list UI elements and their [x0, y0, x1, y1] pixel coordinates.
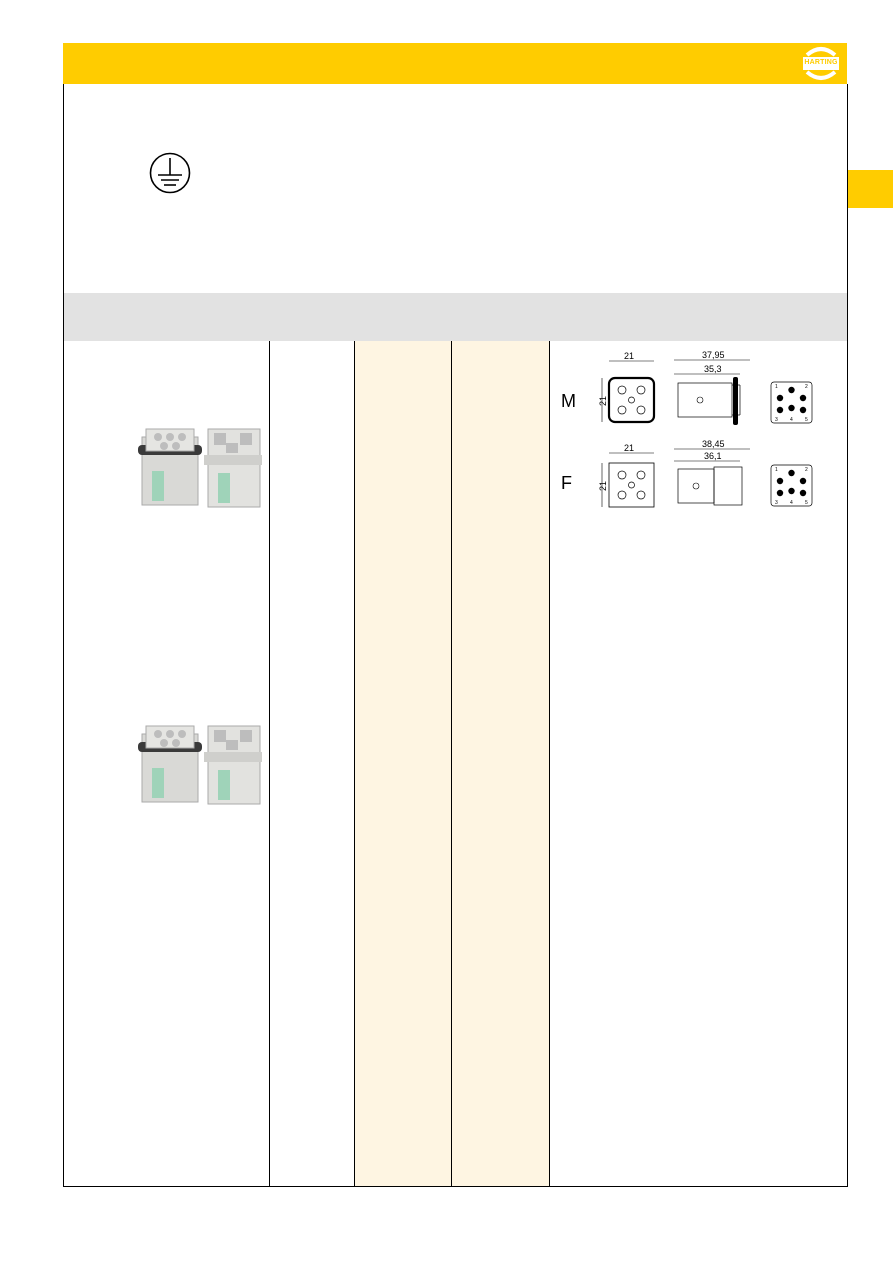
page-frame: M 21 21 37,95 35,3	[63, 84, 848, 1187]
female-label: F	[561, 473, 572, 493]
female-front-drawing: 21 21	[594, 441, 659, 513]
column-divider	[354, 341, 355, 1186]
svg-text:4: 4	[790, 417, 793, 423]
cream-column-2	[452, 341, 549, 1186]
column-divider	[269, 341, 270, 1186]
female-length-inner: 36,1	[704, 451, 722, 461]
male-front-height: 21	[598, 396, 608, 406]
intro-section	[64, 84, 847, 293]
male-pin-layout: 1 2 3 4 5	[769, 380, 814, 425]
product-photo-male-female-2	[136, 724, 266, 810]
svg-text:1: 1	[775, 467, 778, 473]
product-table: M 21 21 37,95 35,3	[64, 341, 847, 1186]
svg-text:3: 3	[775, 417, 778, 423]
product-photo-male-female-1	[136, 427, 266, 513]
female-length-total: 38,45	[702, 439, 725, 449]
svg-text:2: 2	[805, 467, 808, 473]
female-front-height: 21	[598, 481, 608, 491]
male-length-total: 37,95	[702, 350, 725, 360]
male-front-drawing: 21 21	[594, 348, 659, 428]
grey-header-band	[64, 293, 847, 341]
svg-text:2: 2	[805, 384, 808, 390]
svg-text:1: 1	[775, 384, 778, 390]
male-front-width: 21	[624, 351, 634, 361]
column-divider	[451, 341, 452, 1186]
protective-earth-icon	[148, 151, 192, 195]
cream-column-1	[355, 341, 451, 1186]
svg-text:5: 5	[805, 500, 808, 506]
female-pin-layout: 1 2 3 4 5	[769, 463, 814, 508]
male-length-inner: 35,3	[704, 364, 722, 374]
svg-text:5: 5	[805, 417, 808, 423]
header-band: HARTING	[63, 43, 847, 84]
svg-text:4: 4	[790, 500, 793, 506]
female-front-width: 21	[624, 443, 634, 453]
side-tab	[847, 170, 893, 208]
logo-text: HARTING	[804, 59, 838, 66]
column-divider	[549, 341, 550, 1186]
harting-logo: HARTING	[801, 45, 841, 82]
male-label: M	[561, 391, 576, 411]
svg-text:3: 3	[775, 500, 778, 506]
male-side-drawing: 37,95 35,3	[672, 345, 757, 425]
female-side-drawing: 38,45 36,1	[672, 437, 757, 509]
